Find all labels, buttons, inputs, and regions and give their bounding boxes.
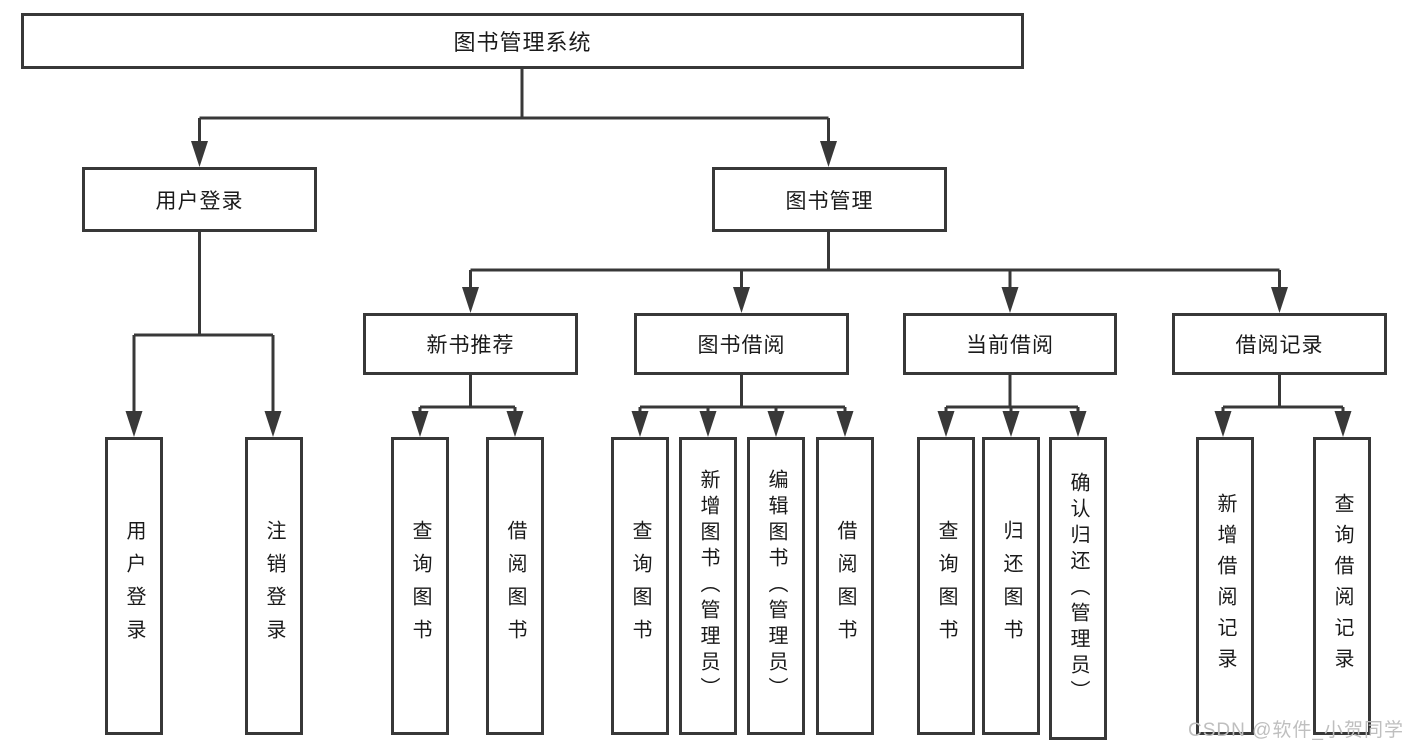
node-leaf-confirm-return-admin: 确认归还（管理员） xyxy=(1049,437,1107,740)
node-leaf-confirm-return-admin-label: 确认归还（管理员） xyxy=(1067,471,1089,706)
node-leaf-borrow-books-borrowing-label: 借阅图书 xyxy=(834,520,856,652)
node-leaf-user-login: 用户登录 xyxy=(105,437,163,735)
node-leaf-query-books-recommend-label: 查询图书 xyxy=(409,520,431,652)
node-leaf-add-book-admin-label: 新增图书（管理员） xyxy=(697,469,719,703)
node-new-book-recommend: 新书推荐 xyxy=(363,313,578,375)
node-leaf-borrow-books-recommend-label: 借阅图书 xyxy=(504,520,526,652)
node-leaf-logout: 注销登录 xyxy=(245,437,303,735)
node-current-borrowing: 当前借阅 xyxy=(903,313,1117,375)
node-borrowing-records: 借阅记录 xyxy=(1172,313,1387,375)
node-leaf-query-borrow-record-label: 查询借阅记录 xyxy=(1331,493,1353,679)
node-book-management: 图书管理 xyxy=(712,167,947,232)
node-leaf-query-books-current-label: 查询图书 xyxy=(935,520,957,652)
node-leaf-edit-book-admin-label: 编辑图书（管理员） xyxy=(765,469,787,703)
node-current-borrowing-label: 当前借阅 xyxy=(966,334,1054,357)
node-leaf-borrow-books-recommend: 借阅图书 xyxy=(486,437,544,735)
node-root-label: 图书管理系统 xyxy=(453,30,592,55)
node-borrowing-records-label: 借阅记录 xyxy=(1235,334,1324,357)
node-leaf-edit-book-admin: 编辑图书（管理员） xyxy=(747,437,805,735)
node-leaf-query-books-recommend: 查询图书 xyxy=(391,437,449,735)
node-book-borrowing-label: 图书借阅 xyxy=(697,334,786,357)
node-leaf-return-books-label: 归还图书 xyxy=(1000,520,1022,652)
node-leaf-logout-label: 注销登录 xyxy=(263,520,285,652)
arrowheads xyxy=(125,141,1352,437)
node-user-login: 用户登录 xyxy=(82,167,317,232)
node-leaf-add-borrow-record-label: 新增借阅记录 xyxy=(1214,493,1236,679)
node-leaf-borrow-books-borrowing: 借阅图书 xyxy=(816,437,874,735)
node-leaf-add-book-admin: 新增图书（管理员） xyxy=(679,437,737,735)
node-root: 图书管理系统 xyxy=(21,13,1024,69)
node-user-login-label: 用户登录 xyxy=(155,189,244,213)
node-leaf-return-books: 归还图书 xyxy=(982,437,1040,735)
node-leaf-query-books-borrowing-label: 查询图书 xyxy=(629,520,651,652)
watermark: CSDN @软件_小贺同学 xyxy=(1188,720,1404,741)
node-book-management-label: 图书管理 xyxy=(785,189,874,213)
node-new-book-recommend-label: 新书推荐 xyxy=(426,334,515,357)
node-book-borrowing: 图书借阅 xyxy=(634,313,849,375)
node-leaf-query-books-current: 查询图书 xyxy=(917,437,975,735)
node-leaf-query-borrow-record: 查询借阅记录 xyxy=(1313,437,1371,735)
node-leaf-add-borrow-record: 新增借阅记录 xyxy=(1196,437,1254,735)
node-leaf-user-login-label: 用户登录 xyxy=(123,520,145,652)
node-leaf-query-books-borrowing: 查询图书 xyxy=(611,437,669,735)
